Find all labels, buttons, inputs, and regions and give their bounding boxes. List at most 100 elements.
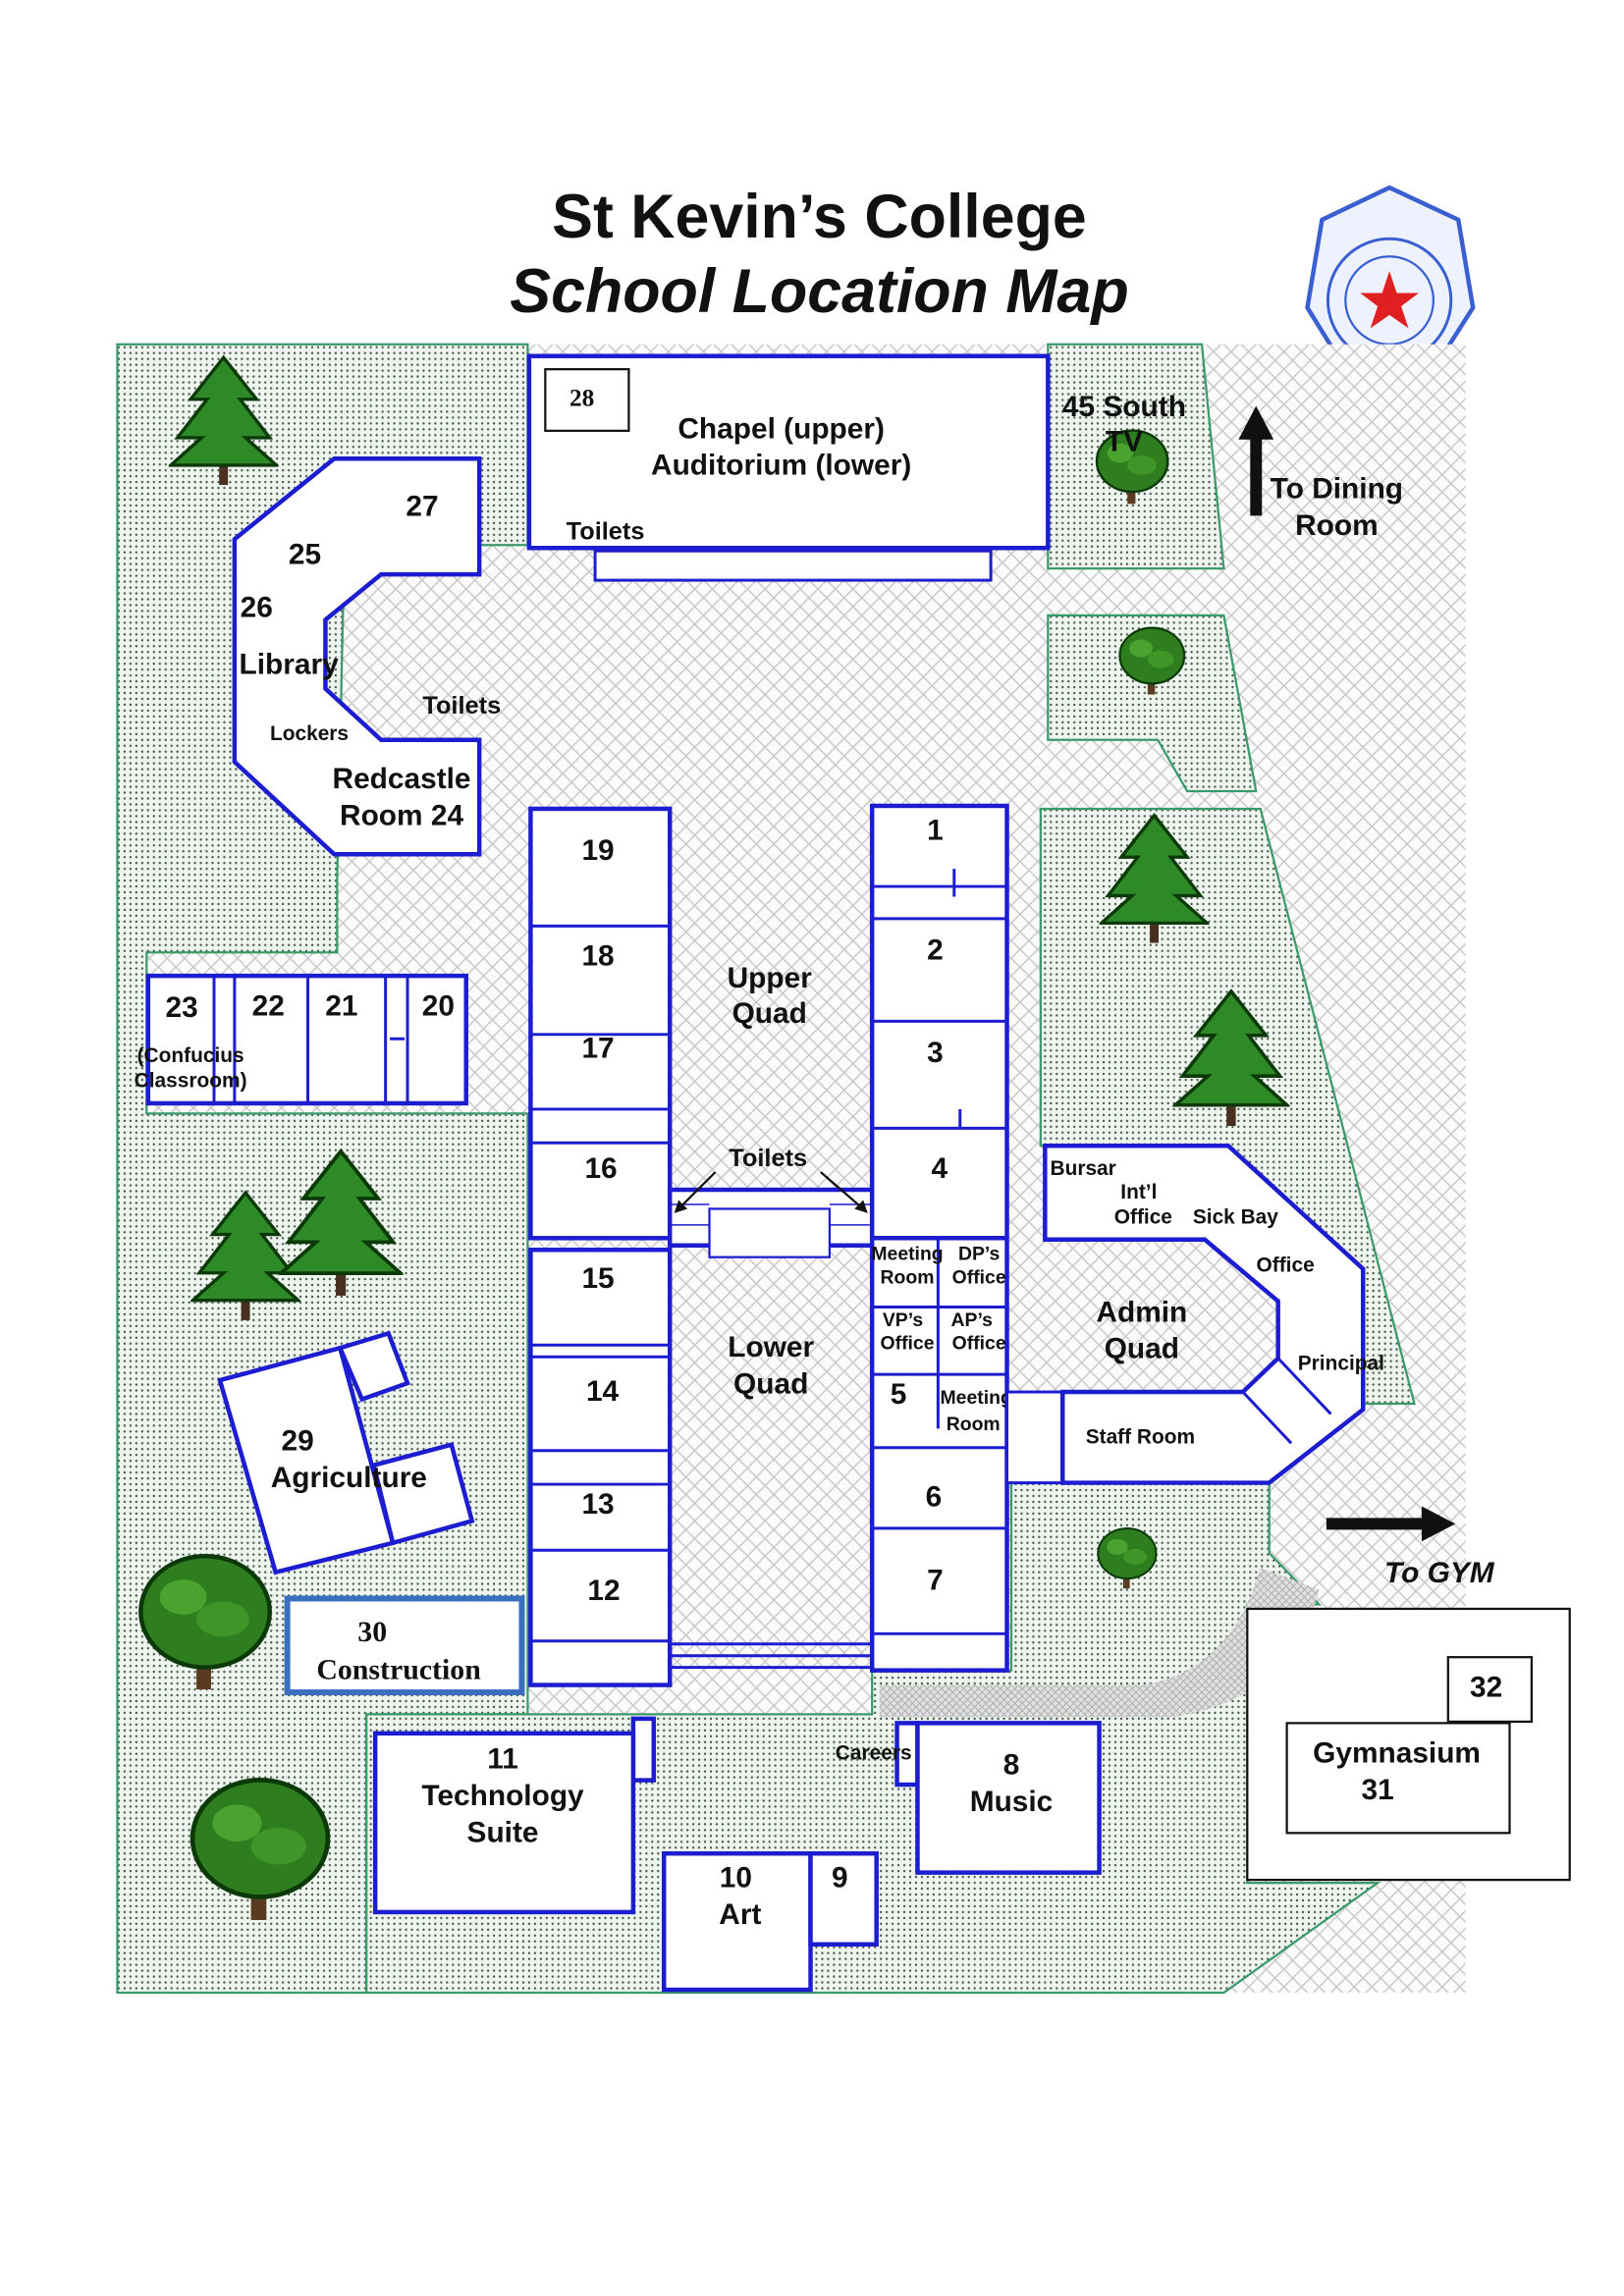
building-number: 29 [281, 1425, 313, 1458]
room-17: 17 [581, 1033, 614, 1065]
art-label: Art [719, 1898, 761, 1931]
music-label: Music [970, 1786, 1054, 1818]
gymnasium-building[interactable]: Gymnasium 31 32 [1246, 1607, 1571, 1882]
room-32: 32 [1470, 1672, 1502, 1704]
building-number: 28 [569, 384, 594, 411]
room-23: 23 [166, 991, 198, 1024]
chapel-auditorium-building[interactable]: 28 Chapel (upper) Auditorium (lower) Toi… [526, 353, 1051, 582]
arrow-right-icon [1326, 1506, 1456, 1542]
room-21: 21 [325, 989, 357, 1022]
classroom-label: Classroom) [135, 1070, 247, 1093]
toilets-label: Toilets [422, 692, 501, 720]
room-24: Room 24 [340, 799, 463, 831]
room-5: 5 [891, 1378, 907, 1411]
agriculture-building[interactable]: 29 Agriculture [217, 1330, 475, 1575]
room-14: 14 [586, 1375, 620, 1408]
toilets-label: Toilets [729, 1145, 807, 1172]
south-tv-label: 45 South [1062, 391, 1186, 423]
road-to-gym [879, 1568, 1320, 1718]
intl-office-label: Int’l [1120, 1181, 1157, 1203]
toilets-label: Toilets [567, 517, 645, 545]
room-13: 13 [581, 1488, 614, 1521]
map-subtitle: School Location Map [510, 257, 1128, 326]
gymnasium-label: Gymnasium [1313, 1737, 1481, 1770]
room-16: 16 [584, 1152, 617, 1185]
building-number: 8 [1003, 1749, 1020, 1782]
admin-quad-label: Admin [1096, 1296, 1187, 1328]
bursar-label: Bursar [1050, 1157, 1115, 1180]
art-building[interactable]: 10 Art 9 [662, 1850, 879, 1993]
library-building[interactable]: 27 25 26 Library Lockers Toilets Redcast… [232, 455, 501, 857]
dp-office-label: DP’s [958, 1244, 1000, 1265]
meeting-room-label: Room [881, 1267, 935, 1289]
room-26: 26 [241, 591, 273, 623]
construction-building[interactable]: 30 Construction [284, 1595, 525, 1696]
upper-quad-label: Upper [728, 962, 813, 994]
classroom-block-16-19[interactable]: 19 18 17 16 [528, 806, 673, 1241]
admin-quad-label: Quad [1105, 1333, 1179, 1365]
room-19: 19 [581, 834, 614, 867]
room-7: 7 [927, 1565, 944, 1597]
map-title: St Kevin’s College [552, 183, 1087, 251]
room-20: 20 [422, 989, 455, 1022]
vp-office-label: VP’s [883, 1309, 923, 1331]
room-3: 3 [927, 1037, 944, 1069]
room-4: 4 [932, 1152, 948, 1185]
admin-building[interactable]: Bursar Int’l Office Sick Bay Office Prin… [1005, 1144, 1384, 1485]
vp-office-label: Office [881, 1333, 935, 1355]
central-toilets[interactable]: Toilets [667, 1145, 875, 1258]
to-dining-room-direction[interactable]: To Dining Room [1238, 405, 1403, 542]
redcastle-label: Redcastle [333, 763, 471, 795]
room-22: 22 [252, 989, 285, 1022]
room-18: 18 [581, 940, 614, 973]
sick-bay-label: Sick Bay [1193, 1205, 1278, 1228]
music-building[interactable]: 8 Music Careers [836, 1721, 1102, 1875]
classroom-block-12-15[interactable]: 15 14 13 12 [528, 1248, 673, 1687]
chapel-label: Chapel (upper) [677, 412, 885, 445]
dp-office-label: Office [952, 1267, 1006, 1289]
library-label: Library [240, 649, 340, 681]
construction-label: Construction [316, 1654, 481, 1686]
lower-quad-label: Lower [728, 1331, 814, 1363]
office-label: Office [1257, 1255, 1315, 1277]
building-number: 11 [487, 1743, 518, 1776]
agriculture-label: Agriculture [271, 1462, 427, 1494]
lower-quad-label: Quad [733, 1368, 808, 1401]
ap-office-label: AP’s [951, 1309, 993, 1331]
room-12: 12 [587, 1575, 620, 1607]
to-gym-direction[interactable]: To GYM [1326, 1506, 1495, 1589]
technology-suite-building[interactable]: 11 Technology Suite [372, 1716, 657, 1915]
intl-office-label: Office [1114, 1205, 1172, 1228]
room-1: 1 [927, 814, 944, 846]
south-tv-label: TV [1106, 426, 1143, 458]
technology-label: Technology [421, 1780, 584, 1812]
lawn-middle [1047, 614, 1258, 793]
dining-label: To Dining [1271, 473, 1403, 506]
room-25: 25 [289, 539, 321, 571]
room-9: 9 [832, 1862, 848, 1895]
technology-label: Suite [467, 1816, 539, 1848]
meeting-room-label: Meeting [871, 1244, 943, 1265]
ap-office-label: Office [952, 1333, 1006, 1355]
lower-quad-walkway [670, 1642, 873, 1670]
meeting-room-label: Meeting [941, 1387, 1012, 1409]
classroom-block-1-7[interactable]: 1 2 3 4 Meeting Room DP’s Office VP’s Of… [869, 803, 1012, 1673]
west-classroom-block[interactable]: 23 22 21 20 (Confucius Classroom) [135, 973, 468, 1106]
careers-label: Careers [836, 1742, 912, 1765]
arrow-up-icon [1238, 405, 1274, 516]
confucius-label: (Confucius [137, 1044, 244, 1067]
room-6: 6 [926, 1480, 943, 1513]
upper-quad-label: Quad [732, 997, 807, 1030]
building-number: 31 [1362, 1774, 1394, 1806]
lockers-label: Lockers [270, 722, 349, 745]
meeting-room-label: Room [947, 1414, 1001, 1435]
staff-room-label: Staff Room [1086, 1425, 1195, 1448]
room-27: 27 [406, 490, 438, 522]
gym-direction-label: To GYM [1384, 1557, 1495, 1589]
room-15: 15 [581, 1262, 614, 1295]
principal-label: Principal [1298, 1353, 1384, 1375]
dining-label: Room [1295, 509, 1379, 542]
auditorium-label: Auditorium (lower) [651, 450, 911, 482]
building-number: 10 [720, 1862, 752, 1895]
